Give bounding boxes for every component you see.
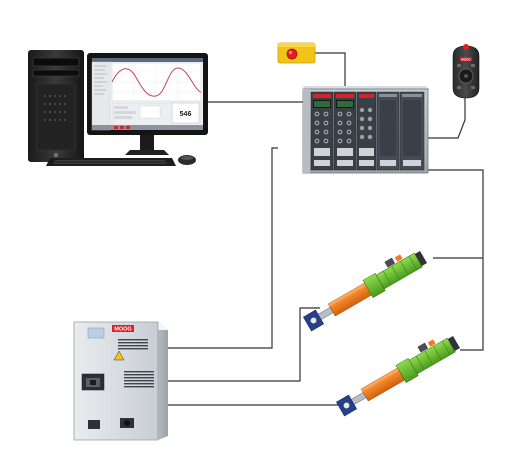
controller-module-5 — [399, 91, 425, 171]
wire-controller-to-cabinet — [168, 147, 278, 349]
pc-mouse — [178, 155, 196, 165]
emergency-stop-button-icon — [286, 48, 298, 60]
controller-module-3 — [356, 91, 377, 171]
pc-keyboard — [46, 158, 176, 166]
emergency-stop-box — [277, 42, 316, 64]
warning-sign-icon — [113, 350, 125, 361]
cabinet-vent-mid — [124, 371, 154, 388]
linear-actuator-2 — [336, 335, 460, 417]
controller-rack — [302, 86, 430, 174]
cabinet-vent-top — [118, 339, 148, 350]
pendant-brand-label: MOOG — [461, 57, 471, 61]
tower-vent-holes — [44, 95, 66, 121]
handheld-pendant: MOOG — [452, 44, 480, 99]
wire-cabinet-to-actuator-1 — [168, 307, 320, 382]
wire-estop-to-controller — [315, 52, 346, 88]
monitor-readout: 546 — [180, 111, 192, 118]
pc-tower — [28, 50, 84, 162]
power-button-icon — [54, 153, 58, 157]
actuator-1-clevis — [303, 309, 324, 332]
wire-controller-to-actuators — [428, 169, 484, 351]
wire-pendant-to-controller — [428, 98, 466, 139]
controller-module-1 — [310, 91, 334, 171]
pc-monitor: 546 — [87, 53, 208, 155]
pendant-stop-button-icon — [463, 44, 469, 50]
drive-cabinet: MOOG — [73, 321, 168, 441]
linear-actuator-1 — [303, 250, 427, 332]
wiring — [160, 52, 484, 406]
controller-module-4 — [376, 91, 400, 171]
sine-wave-trace — [111, 67, 202, 97]
controller-module-2 — [333, 91, 357, 171]
cabinet-brand-label: MOOG — [114, 327, 131, 333]
pc-workstation: 546 — [28, 50, 208, 166]
cabinet-bottom-sockets — [88, 418, 134, 429]
actuator-2-clevis — [336, 394, 357, 417]
